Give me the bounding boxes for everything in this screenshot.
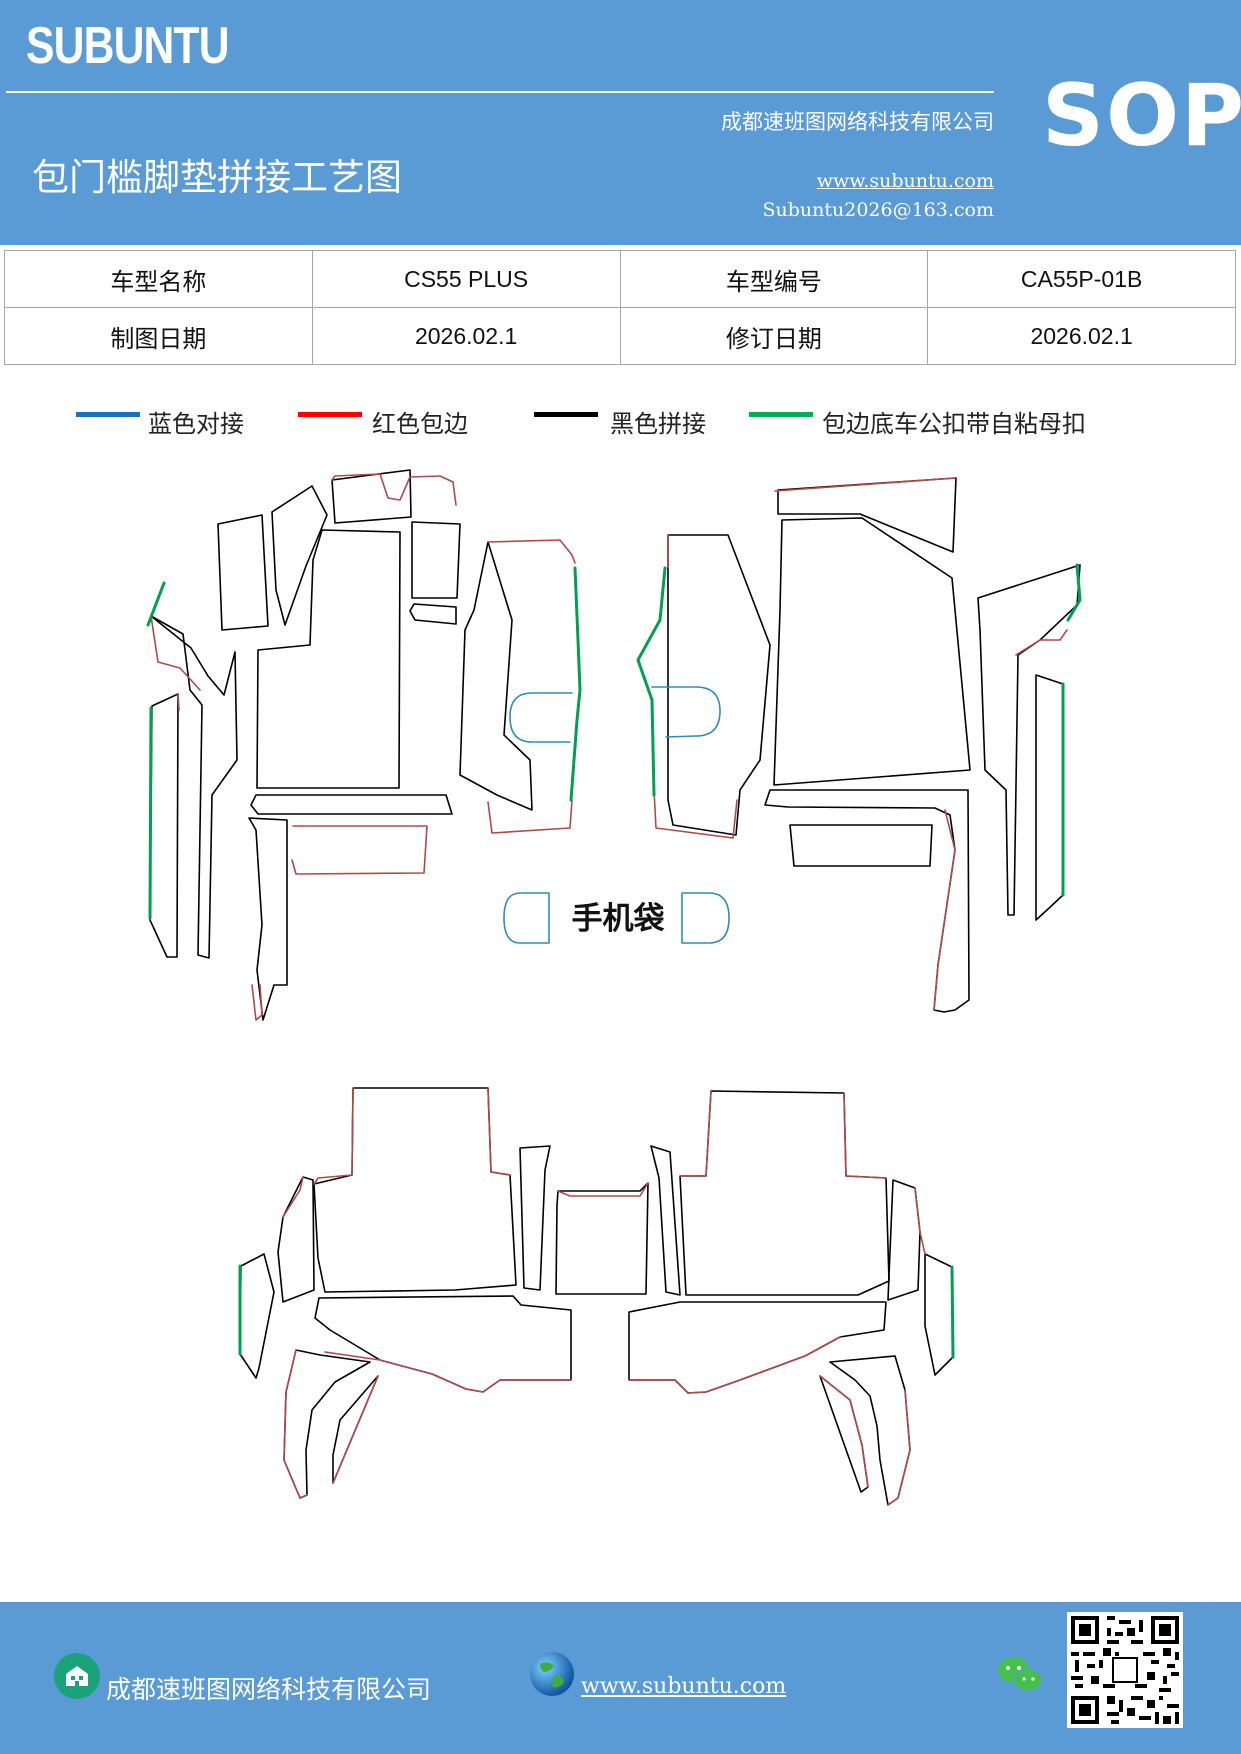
mat-piece <box>271 485 328 626</box>
velcro-edge <box>950 1265 955 1359</box>
mat-piece <box>1035 674 1064 921</box>
edge-binding <box>177 693 180 711</box>
edge-binding <box>557 1182 649 1197</box>
edge-binding <box>1015 629 1068 656</box>
mat-piece <box>764 789 970 1013</box>
brand-logo: SUBUNTU <box>26 17 230 75</box>
phone-pocket-shape <box>651 686 721 738</box>
edge-binding <box>313 1087 354 1185</box>
sop-badge: SOP <box>1042 66 1241 166</box>
edge-binding <box>843 1092 887 1179</box>
footer-company-name: 成都速班图网络科技有限公司 <box>106 1675 432 1704</box>
edge-binding <box>331 473 457 506</box>
revision-date-label: 修订日期 <box>619 307 929 365</box>
mat-piece <box>667 534 771 836</box>
mat-piece <box>459 541 533 811</box>
legend-swatch-blue <box>76 412 140 417</box>
table-row: 制图日期 2026.02.1 修订日期 2026.02.1 <box>4 307 1236 365</box>
mat-piece <box>313 1087 517 1293</box>
phone-pocket-shape <box>509 692 573 743</box>
header-divider <box>6 91 994 93</box>
table-row: 车型名称 CS55 PLUS 车型编号 CA55P-01B <box>4 250 1236 308</box>
footer-website-link[interactable]: www.subuntu.com <box>581 1674 787 1699</box>
edge-binding <box>653 789 738 839</box>
mat-piece <box>239 1253 275 1379</box>
draw-date-label: 制图日期 <box>4 307 313 365</box>
building-icon <box>54 1653 100 1699</box>
edge-binding <box>251 984 263 1021</box>
wechat-icon[interactable] <box>996 1654 1044 1696</box>
legend-swatch-green <box>749 412 813 417</box>
mat-piece <box>977 564 1081 916</box>
edge-binding <box>933 809 956 1011</box>
header-banner: SUBUNTU SOP 成都速班图网络科技有限公司 包门槛脚垫拼接工艺图 www… <box>0 0 1241 245</box>
legend-label-blue: 蓝色对接 <box>148 410 244 438</box>
mat-piece <box>519 1145 551 1291</box>
edge-binding <box>774 477 956 492</box>
edge-binding <box>150 615 201 691</box>
globe-icon <box>530 1652 574 1696</box>
legend-label-red: 红色包边 <box>372 410 468 438</box>
vehicle-info-table: 车型名称 CS55 PLUS 车型编号 CA55P-01B 制图日期 2026.… <box>4 250 1236 365</box>
mat-piece <box>150 615 238 959</box>
header-company-name: 成都速班图网络科技有限公司 <box>721 110 994 134</box>
qr-code[interactable] <box>1067 1612 1183 1728</box>
mat-piece <box>555 1182 649 1295</box>
legend-swatch-black <box>534 412 598 417</box>
mat-piece <box>819 1375 869 1493</box>
mat-piece <box>773 517 971 786</box>
footer-banner: 成都速班图网络科技有限公司 www.subuntu.com <box>0 1602 1241 1754</box>
velcro-edge <box>569 566 582 802</box>
model-name-value: CS55 PLUS <box>311 250 621 308</box>
mat-piece <box>248 817 288 1021</box>
edge-binding <box>332 1375 379 1484</box>
edge-binding <box>324 1351 572 1393</box>
mat-piece <box>924 1253 954 1376</box>
edge-binding <box>679 1090 712 1177</box>
mat-piece <box>411 521 461 599</box>
legend-label-green: 包边底车公扣带自粘母扣 <box>822 410 1086 438</box>
phone-pocket-label: 手机袋 <box>572 901 665 937</box>
velcro-edge <box>636 566 667 797</box>
phone-pocket-shape <box>681 892 730 944</box>
header-email: Subuntu2026@163.com <box>762 199 994 221</box>
mat-piece <box>650 1145 681 1296</box>
edge-binding <box>887 1389 911 1506</box>
velcro-edge <box>146 581 166 627</box>
mat-piece <box>887 1179 921 1301</box>
page-title: 包门槛脚垫拼接工艺图 <box>32 156 402 199</box>
mat-piece <box>250 794 453 815</box>
edge-binding <box>487 1087 511 1176</box>
edge-binding <box>291 825 428 875</box>
mat-piece <box>149 693 179 958</box>
mat-piece <box>829 1355 911 1506</box>
edge-binding <box>283 1349 308 1499</box>
mat-piece <box>679 1090 890 1296</box>
legend-swatch-red <box>298 412 362 417</box>
mat-piece <box>331 469 412 524</box>
velcro-edge <box>148 706 153 920</box>
mat-piece <box>314 1295 572 1393</box>
revision-date-value: 2026.02.1 <box>927 307 1236 365</box>
model-code-value: CA55P-01B <box>927 250 1236 308</box>
edge-binding <box>819 1375 869 1488</box>
model-code-label: 车型编号 <box>619 250 929 308</box>
edge-binding <box>487 539 576 564</box>
header-website-link[interactable]: www.subuntu.com <box>816 170 994 192</box>
draw-date-value: 2026.02.1 <box>311 307 621 365</box>
legend-label-black: 黑色拼接 <box>610 410 706 438</box>
mat-piece <box>409 603 457 625</box>
edge-binding <box>282 1176 304 1218</box>
edge-binding <box>914 1187 926 1255</box>
mat-piece <box>217 514 269 631</box>
mat-piece <box>256 529 401 789</box>
model-name-label: 车型名称 <box>4 250 313 308</box>
phone-pocket-shape <box>503 892 550 944</box>
mat-piece <box>789 824 933 867</box>
edge-binding <box>628 1336 841 1394</box>
velcro-edge <box>1066 563 1082 622</box>
edge-binding <box>487 799 573 834</box>
